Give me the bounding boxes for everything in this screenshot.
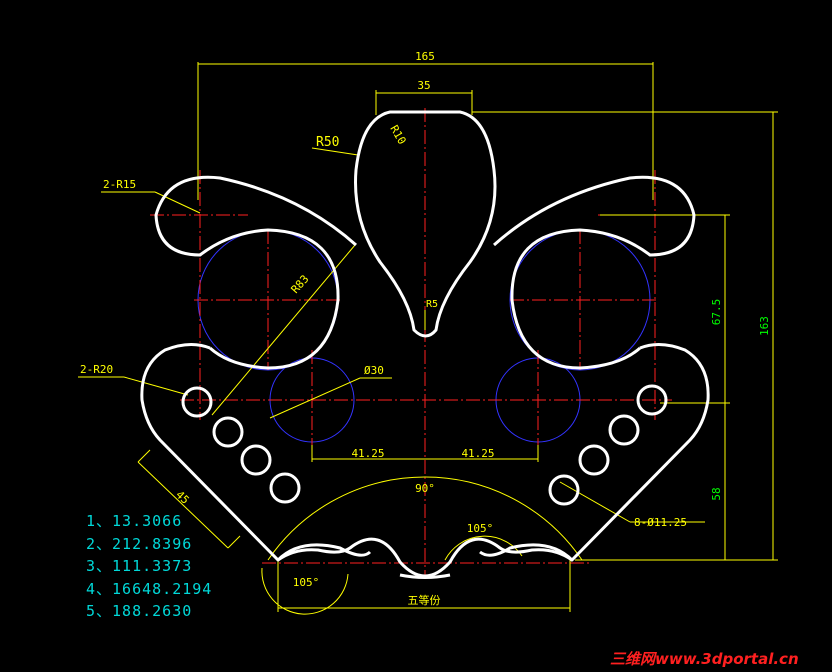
- dim-90-text: 90°: [415, 482, 435, 495]
- hole-right-3: [578, 444, 610, 476]
- callout-2r15: 2-R15: [103, 178, 136, 191]
- lower-left-body: [140, 343, 372, 562]
- result-item-5: 5、188.2630: [86, 602, 193, 620]
- result-item-4: 4、16648.2194: [86, 579, 213, 598]
- part-outline: [140, 110, 710, 579]
- holes: [181, 384, 668, 506]
- callout-2r20: 2-R20: [80, 363, 113, 376]
- hole-right-1: [636, 384, 668, 416]
- hole-right-4: [548, 474, 580, 506]
- callout-8dia11: 8-Ø11.25: [634, 516, 687, 529]
- callout-dia30: Ø30: [364, 364, 384, 377]
- leader-dia30: [269, 377, 361, 419]
- dim-163-text: 163: [758, 316, 771, 336]
- hole-left-2: [212, 416, 244, 448]
- result-item-1: 1、13.3066: [86, 512, 183, 530]
- result-item-3: 3、111.3373: [86, 557, 193, 575]
- right-scroll-arm: [493, 175, 696, 370]
- hole-left-3: [240, 444, 272, 476]
- vertical-dimension-labels: 163 67.5 58: [710, 299, 771, 501]
- leader-r83: [211, 244, 356, 416]
- left-scroll-arm: [154, 175, 357, 370]
- dim-90-arc: [267, 476, 583, 561]
- dimension-lines: [78, 62, 778, 615]
- ext-45-bottom: [227, 535, 241, 549]
- leader-2r20: [123, 376, 189, 396]
- callout-r50: R50: [316, 135, 339, 150]
- bottom-scalloped-edge: [277, 537, 573, 578]
- dim-equal-parts-text: 五等份: [408, 593, 441, 607]
- dimension-labels: 165 35 41.25 41.25 90° 105° 105° 五等份 45: [173, 50, 494, 607]
- leader-2r15: [154, 191, 201, 214]
- top-teardrop-lobe: [354, 110, 497, 338]
- leader-r50: [311, 147, 359, 156]
- dim-41-25-right-text: 41.25: [461, 447, 494, 460]
- leader-8dia11: [559, 481, 631, 523]
- dim-165-text: 165: [415, 50, 435, 63]
- result-item-2: 2、212.8396: [86, 534, 193, 553]
- dim-67-5-text: 67.5: [710, 299, 723, 326]
- dim-41-25-left-text: 41.25: [351, 447, 384, 460]
- hole-right-2: [608, 414, 640, 446]
- hole-left-1: [181, 386, 213, 418]
- dim-58-text: 58: [710, 487, 723, 500]
- hole-left-4: [269, 472, 301, 504]
- bottom-center-cusp: [399, 573, 451, 579]
- dim-35-text: 35: [417, 79, 430, 92]
- dim-105-left-text: 105°: [293, 576, 320, 589]
- dim-105-right-text: 105°: [467, 522, 494, 535]
- lower-right-body: [479, 343, 710, 562]
- ext-45-top: [137, 449, 151, 463]
- results-list: 1、13.3066 2、212.8396 3、111.3373 4、16648.…: [86, 510, 212, 623]
- dim-45-line: [137, 461, 229, 549]
- watermark: 三维网www.3dportal.cn: [610, 650, 799, 668]
- dim-105-left-arc: [261, 567, 349, 615]
- callout-r5: R5: [426, 299, 438, 310]
